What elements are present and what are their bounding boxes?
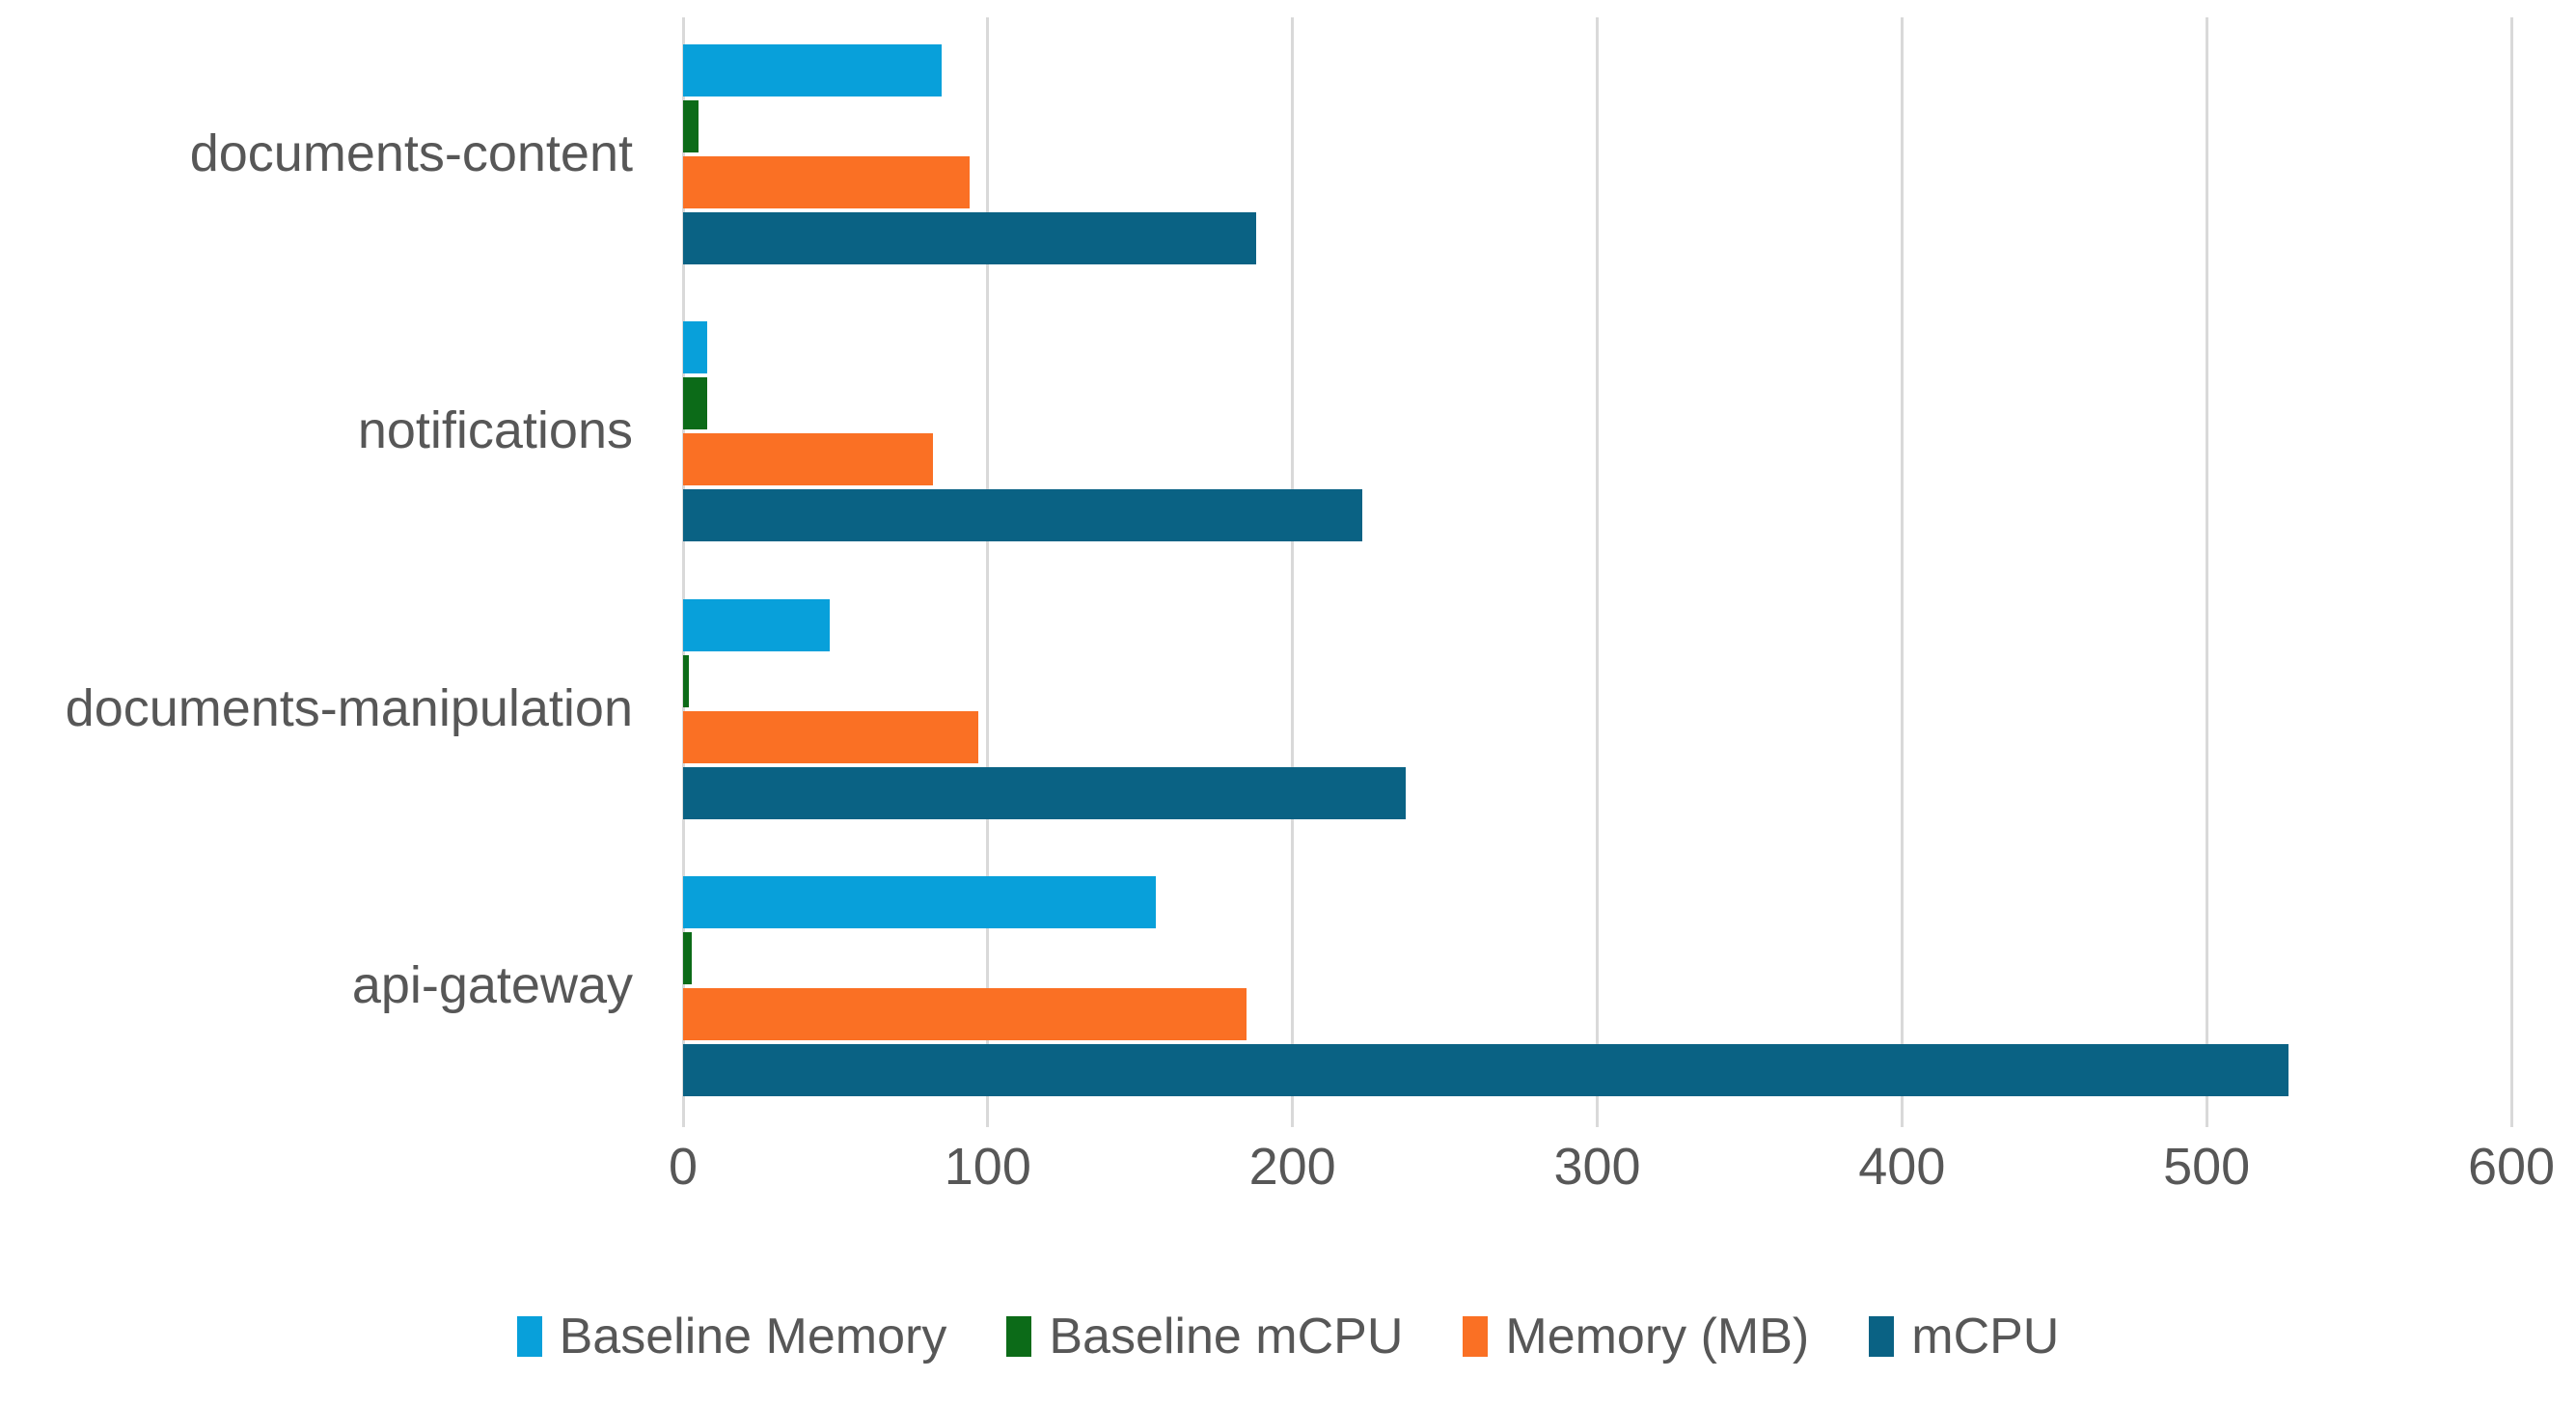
gridline [1596, 17, 1599, 1127]
bar [683, 211, 1256, 264]
x-axis-tick: 500 [2163, 1138, 2251, 1196]
bar [683, 377, 708, 430]
x-axis-tick-labels: 0 100 200 300 400 500 600 [669, 1137, 2555, 1224]
gridline [2205, 17, 2208, 1127]
legend-label: mCPU [1911, 1309, 2060, 1365]
bar [683, 321, 708, 374]
gridline [986, 17, 990, 1127]
x-axis-tick: 0 [668, 1138, 699, 1196]
y-axis-label: documents-manipulation [65, 678, 633, 737]
legend-item-mcpu[interactable]: mCPU [1869, 1308, 2059, 1365]
legend-item-baseline-memory[interactable]: Baseline Memory [516, 1308, 947, 1365]
gridline [681, 17, 685, 1127]
legend-swatch-icon [1463, 1316, 1489, 1357]
x-axis-tick: 100 [944, 1138, 1031, 1196]
x-axis-tick: 300 [1553, 1138, 1641, 1196]
legend-item-memory-mb[interactable]: Memory (MB) [1463, 1308, 1809, 1365]
bar [683, 489, 1363, 542]
bar [683, 932, 693, 985]
plot-area [681, 17, 2513, 1127]
bar [683, 766, 1406, 819]
bar [683, 876, 1156, 929]
bar [683, 99, 699, 152]
bar [683, 654, 690, 707]
bar-group [683, 43, 2511, 268]
legend-item-baseline-mcpu[interactable]: Baseline mCPU [1006, 1308, 1403, 1365]
legend-swatch-icon [1869, 1316, 1895, 1357]
y-axis-labels: documents-content notifications document… [0, 17, 652, 1127]
y-axis-label: api-gateway [351, 956, 633, 1015]
y-axis-label: notifications [357, 401, 633, 460]
y-axis-label: documents-content [189, 124, 633, 182]
gridline [1291, 17, 1295, 1127]
legend-label: Baseline mCPU [1049, 1309, 1404, 1365]
bar [683, 598, 830, 651]
legend-swatch-icon [516, 1316, 542, 1357]
gridline [1900, 17, 1904, 1127]
bar [683, 433, 933, 486]
bar-group [683, 321, 2511, 545]
legend-label: Baseline Memory [559, 1309, 947, 1365]
bar [683, 710, 979, 763]
bar-group [683, 876, 2511, 1100]
x-axis-tick: 600 [2467, 1138, 2556, 1196]
bar [683, 988, 1247, 1041]
gridline [2509, 17, 2513, 1127]
legend-label: Memory (MB) [1505, 1309, 1810, 1365]
x-axis-tick: 400 [1858, 1138, 1946, 1196]
bar [683, 43, 943, 96]
bar [683, 1044, 2289, 1097]
chart-legend: Baseline Memory Baseline mCPU Memory (MB… [0, 1308, 2576, 1365]
bar [683, 155, 970, 208]
legend-swatch-icon [1006, 1316, 1032, 1357]
bar-group [683, 598, 2511, 823]
x-axis-tick: 200 [1248, 1138, 1336, 1196]
